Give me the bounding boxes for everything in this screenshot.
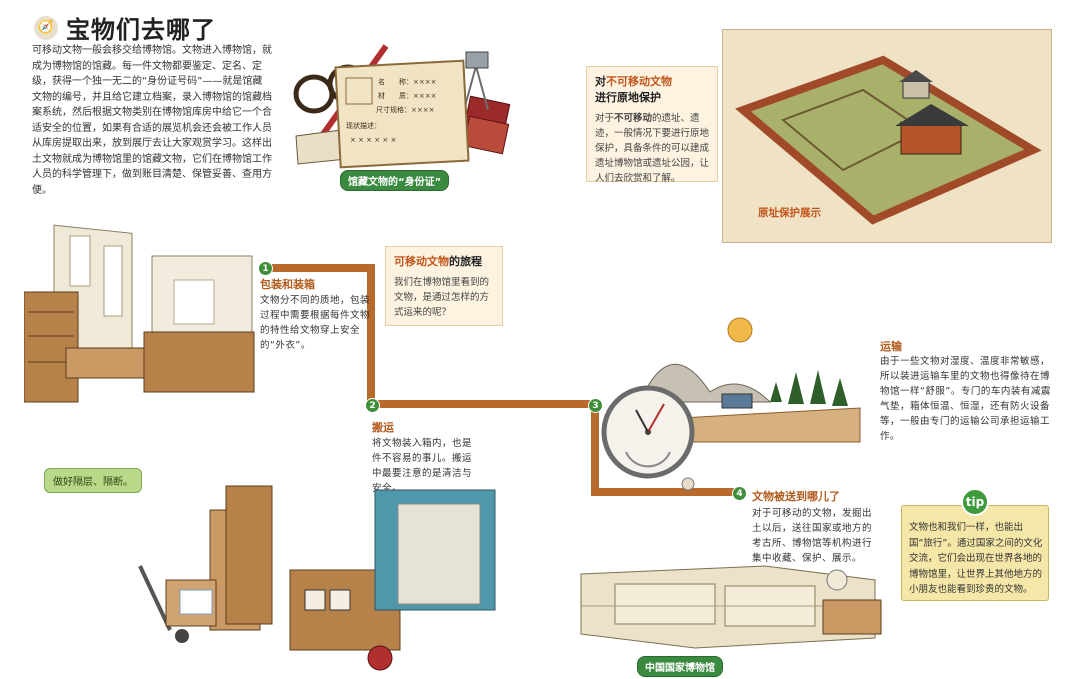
journey-title-suffix: 的旅程 (449, 255, 482, 268)
journey-path (265, 264, 373, 272)
step-text: 由于一些文物对湿度、温度非常敏感，所以装进运输车里的文物也得像待在博物馆一样“舒… (880, 356, 1051, 442)
site-illustration (735, 55, 1042, 225)
id-card-field: 尺寸规格：×××× (376, 105, 434, 114)
tip-text: 文物也和我们一样，也能出国“旅行”。通过国家之间的文化交流，它们会出现在世界各地… (909, 522, 1043, 595)
id-card-field: 名 称：×××× (378, 77, 436, 86)
journey-path (591, 400, 599, 492)
immovable-text-pre: 对于 (595, 113, 615, 124)
step-title: 搬运 (372, 421, 394, 434)
journey-path (367, 400, 599, 408)
immovable-text-post: 的遗址、遗迹，一般情况下要进行原地保护，具备条件的可以建成遗址博物馆或遗址公园，… (595, 113, 710, 184)
step-node: 4 (732, 486, 747, 501)
site-caption: 原址保护展示 (758, 207, 821, 219)
immovable-title-suffix: 进行原地保护 (595, 91, 661, 104)
step-text: 对于可移动的文物，发掘出土以后，送往国家或地方的考古所、博物馆等机构进行集中收藏… (752, 508, 873, 564)
journey-title: 可移动文物的旅程 (394, 253, 494, 269)
tip-badge: tip (961, 488, 989, 516)
moving-illustration (138, 485, 496, 671)
id-card-marks: × × × × × × (350, 136, 396, 144)
immovable-title-prefix: 对 (595, 75, 606, 88)
page-title-group: 🧭 宝物们去哪了 (34, 10, 216, 45)
immovable-text-bold: 不可移动 (614, 113, 653, 124)
museum-illustration (580, 565, 882, 649)
step-node: 2 (365, 398, 380, 413)
packing-tip-bubble: 做好隔层、隔断。 (44, 468, 142, 493)
intro-paragraph: 可移动文物一般会移交给博物馆。文物进入博物馆，就成为博物馆的馆藏。每一件文物都要… (32, 45, 272, 196)
tip-box (901, 505, 1049, 601)
site-illustration-frame (722, 29, 1052, 243)
step-title: 运输 (880, 340, 902, 353)
transport-illustration (601, 317, 861, 491)
immovable-text: 对于不可移动的遗址、遗迹，一般情况下要进行原地保护，具备条件的可以建成遗址博物馆… (595, 111, 709, 186)
id-card-illustration: 名 称：×××× 材 质：×××× 尺寸规格：×××× 现状描述： × × × … (293, 44, 511, 169)
step-text: 将文物装入箱内，也是件不容易的事儿。搬运中最要注意的是清洁与安全。 (372, 438, 473, 494)
step-title: 文物被送到哪儿了 (752, 490, 840, 503)
step-text: 文物分不同的质地，包装过程中需要根据每件文物的特性给文物穿上安全的“外衣”。 (260, 295, 371, 351)
id-card-field: 材 质：×××× (378, 91, 436, 100)
page-title: 宝物们去哪了 (66, 16, 216, 44)
journey-text: 我们在博物馆里看到的文物，是通过怎样的方式运来的呢？ (394, 277, 490, 318)
packing-illustration (24, 224, 255, 403)
journey-path (591, 488, 739, 496)
immovable-title-highlight: 不可移动文物 (606, 75, 672, 88)
id-card-field: 现状描述： (346, 121, 381, 130)
journey-path (367, 264, 375, 406)
explorer-icon: 🧭 (34, 15, 58, 40)
immovable-card: 对不可移动文物 进行原地保护 对于不可移动的遗址、遗迹，一般情况下要进行原地保护… (586, 66, 718, 184)
immovable-title: 对不可移动文物 进行原地保护 (595, 73, 709, 105)
journey-card: 可移动文物的旅程 我们在博物馆里看到的文物，是通过怎样的方式运来的呢？ (385, 246, 503, 326)
journey-title-highlight: 可移动文物 (394, 255, 449, 268)
step-node: 1 (258, 261, 273, 276)
step-title: 包装和装箱 (260, 278, 315, 291)
step-node: 3 (588, 398, 603, 413)
museum-caption: 中国国家博物馆 (637, 656, 723, 677)
id-card-caption: 馆藏文物的“身份证” (340, 170, 450, 191)
